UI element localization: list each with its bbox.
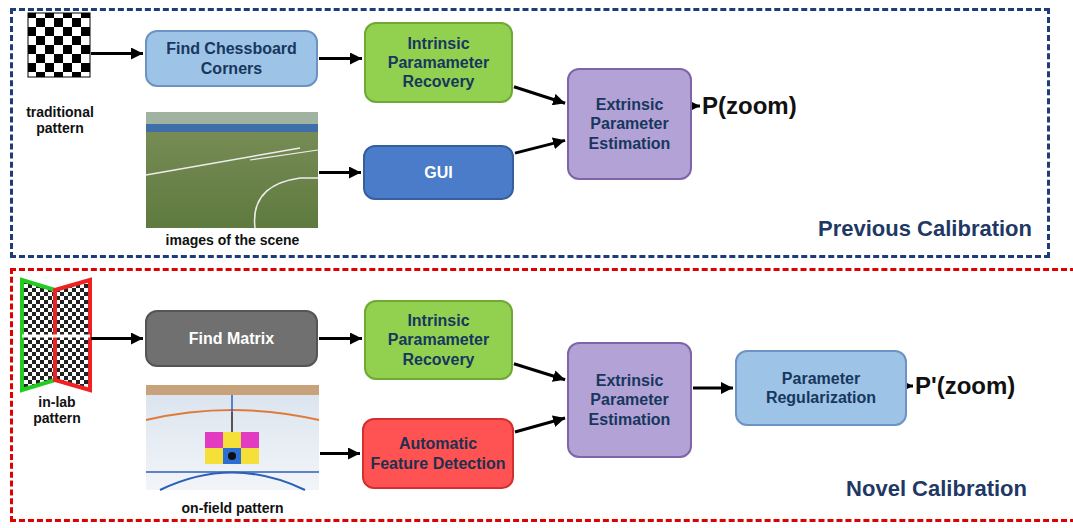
arrow-connector (320, 452, 360, 455)
region-title: Previous Calibration (818, 216, 1032, 242)
illustration-node: in-lab pattern (14, 280, 100, 426)
illustration-node: traditional pattern (18, 13, 102, 136)
illustration-node: on-field pattern (140, 385, 325, 516)
arrow-connector (319, 337, 362, 340)
process-box: Intrinsic Paramameter Recovery (364, 300, 513, 380)
image-caption: images of the scene (166, 232, 300, 248)
output-label: P(zoom) (702, 88, 802, 124)
arrow-connector (514, 87, 565, 103)
arrow-connector (908, 385, 913, 388)
box-label: Extrinsic Parameter Estimation (573, 95, 686, 153)
output-label: P'(zoom) (915, 368, 1040, 404)
arrow-connector (515, 140, 565, 153)
box-label: Automatic Feature Detection (368, 434, 508, 472)
on-field-photo (146, 385, 319, 490)
arrow-connector (91, 52, 143, 55)
output-text: P'(zoom) (915, 372, 1015, 400)
box-label: Extrinsic Parameter Estimation (573, 371, 686, 429)
process-box: Find Chessboard Corners (145, 30, 318, 87)
arrow-connector (515, 418, 565, 432)
dashed-region: Novel Calibration in-lab pattern Find Matr… (10, 268, 1073, 522)
arrow-connector (514, 364, 565, 380)
arrow-connector (319, 57, 362, 60)
in-lab-pattern-image (22, 280, 90, 390)
output-text: P(zoom) (702, 92, 797, 120)
arrow-connector (91, 337, 143, 340)
region-title: Novel Calibration (846, 476, 1027, 502)
box-label: Intrinsic Paramameter Recovery (370, 311, 507, 369)
process-box: Intrinsic Paramameter Recovery (364, 22, 513, 103)
image-caption: on-field pattern (182, 500, 284, 516)
illustration-node: images of the scene (140, 112, 325, 248)
process-box: Extrinsic Parameter Estimation (567, 68, 692, 180)
image-caption: in-lab pattern (14, 394, 100, 426)
box-label: Parameter Regularization (741, 369, 901, 407)
box-label: Find Matrix (189, 329, 274, 348)
dashed-region: Previous Calibration traditional pattern F… (10, 8, 1050, 258)
process-box: Find Matrix (145, 310, 318, 367)
process-box: Parameter Regularization (735, 350, 907, 426)
chessboard-image (28, 13, 90, 77)
arrow-connector (693, 105, 700, 108)
box-label: GUI (424, 163, 452, 182)
scene-photo (146, 112, 318, 228)
box-label: Find Chessboard Corners (151, 39, 312, 77)
image-caption: traditional pattern (18, 104, 102, 136)
arrow-connector (319, 171, 361, 174)
arrow-connector (693, 387, 733, 390)
box-label: Intrinsic Paramameter Recovery (370, 34, 507, 92)
process-box: Extrinsic Parameter Estimation (567, 342, 692, 458)
process-box: Automatic Feature Detection (362, 418, 514, 489)
process-box: GUI (363, 145, 514, 200)
